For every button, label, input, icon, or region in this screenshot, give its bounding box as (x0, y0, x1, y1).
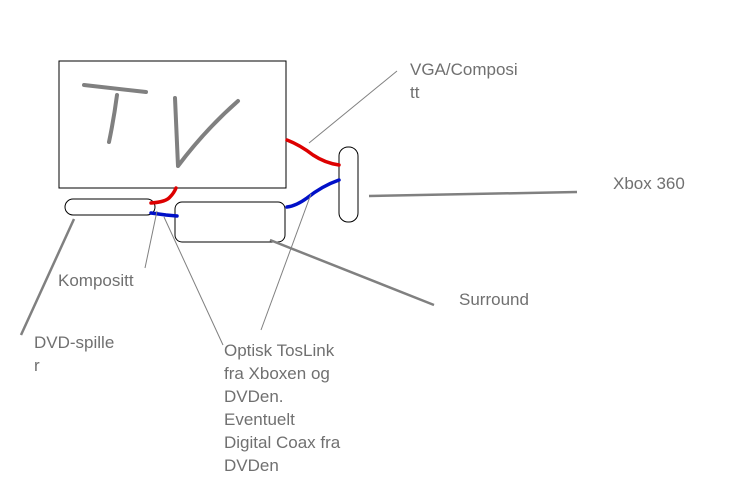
tv-letter-v (173, 96, 240, 168)
leader-kompositt (144, 210, 158, 269)
cable-dvd-receiver-blue (149, 211, 179, 218)
tv-handwriting (82, 83, 240, 168)
dvd-player-box (64, 198, 156, 216)
leader-xbox (368, 190, 578, 198)
kompositt-label: Kompositt (58, 271, 134, 290)
tv-letter-t-stem (107, 93, 119, 144)
leader-vga (308, 70, 398, 144)
optical-toslink-label: Optisk TosLink fra Xboxen og DVDen. Even… (224, 341, 341, 475)
surround-label: Surround (459, 290, 529, 309)
leader-optisk-xbox (260, 193, 312, 331)
leader-dvd (19, 218, 76, 336)
cable-dvd-tv-red (149, 186, 178, 205)
xbox-box (338, 146, 359, 223)
surround-receiver-box (174, 201, 286, 243)
cable-xbox-tv-red (285, 138, 341, 167)
leader-lines (19, 70, 578, 346)
dvd-player-label: DVD-spille r (34, 333, 115, 375)
tv-box (58, 60, 287, 189)
tv-letter-t-bar (82, 83, 148, 94)
cable-xbox-receiver-blue (285, 178, 341, 209)
leader-optisk-dvd (163, 216, 224, 346)
vga-composite-label: VGA/Composi tt (410, 60, 518, 102)
xbox-label: Xbox 360 (613, 174, 685, 193)
leader-surround (269, 238, 435, 307)
